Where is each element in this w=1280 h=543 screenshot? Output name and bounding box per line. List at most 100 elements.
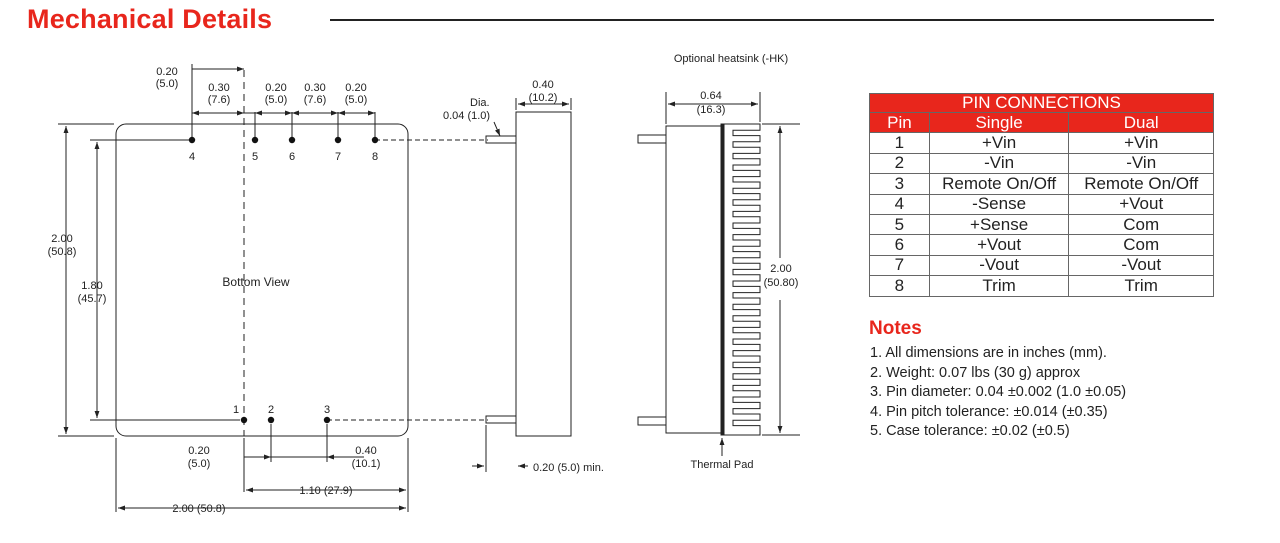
notes-title: Notes [869, 318, 922, 339]
dual-function: +Vin [1068, 132, 1214, 154]
dia-value: 0.04 (1.0) [443, 110, 490, 122]
dim-top-3-mm: (5.0) [265, 94, 288, 106]
dim-bottom-right-in: 0.40 [355, 445, 376, 457]
note-item: 3. Pin diameter: 0.04 ±0.002 (1.0 ±0.05) [870, 384, 1127, 401]
heatsink-depth-in: 0.64 [700, 90, 721, 102]
dual-function: +Vout [1068, 193, 1214, 215]
dim-top-5-in: 0.20 [345, 82, 366, 94]
dim-top-2-mm: (7.6) [208, 94, 231, 106]
pin-2 [267, 416, 275, 424]
module-outline-bottom [115, 123, 409, 437]
pin-4 [188, 136, 196, 144]
single-function: +Vin [928, 132, 1070, 154]
pin-table-header-dual: Dual [1068, 111, 1214, 134]
module-outline-side [515, 111, 572, 437]
pin-1 [240, 416, 248, 424]
pin-label-5: 5 [252, 151, 258, 163]
bottom-view-label: Bottom View [222, 275, 289, 289]
pins-top-row [188, 136, 379, 144]
heatsink-module-body [665, 125, 722, 434]
note-item: 4. Pin pitch tolerance: ±0.014 (±0.35) [870, 403, 1108, 420]
pin-label-6: 6 [289, 151, 295, 163]
heatsink-fins [724, 123, 761, 436]
pin-number: 2 [869, 152, 930, 175]
dim-height-outer-in: 2.00 [51, 233, 72, 245]
pin-number: 8 [869, 275, 930, 297]
heatsink-pin-bottom [637, 416, 667, 426]
dim-bottom-right-mm: (10.1) [352, 458, 381, 470]
pin-connections-table: PIN CONNECTIONS Pin Single Dual 1+Vin+Vi… [869, 93, 1214, 297]
dim-top-4-in: 0.30 [304, 82, 325, 94]
dim-pin-span: 1.10 (27.9) [299, 485, 352, 497]
dual-function: Com [1068, 213, 1214, 236]
dim-bottom-left-mm: (5.0) [188, 458, 211, 470]
side-pin-top [485, 135, 517, 144]
single-function: -Sense [928, 193, 1070, 215]
dim-bottom-left-in: 0.20 [188, 445, 209, 457]
page-title: Mechanical Details [27, 4, 273, 34]
dim-height-inner-in: 1.80 [81, 280, 102, 292]
dual-function: Com [1068, 234, 1214, 256]
bottom-view [58, 64, 488, 512]
dia-label: Dia. [470, 97, 490, 109]
thermal-pad-label: Thermal Pad [691, 459, 754, 471]
single-function: +Sense [928, 213, 1070, 236]
dim-top-2-in: 0.30 [208, 82, 229, 94]
thermal-pad [720, 123, 725, 436]
pin-label-7: 7 [335, 151, 341, 163]
table-row: 7-Vout-Vout [869, 254, 1214, 277]
dim-top-1-in: 0.20 [156, 66, 177, 78]
dim-height-outer-mm: (50.8) [48, 246, 77, 258]
pin-number: 1 [869, 132, 930, 154]
side-depth-mm: (10.2) [529, 92, 558, 104]
side-view [472, 98, 572, 472]
pin-length: 0.20 (5.0) min. [533, 462, 604, 474]
dim-top-3-in: 0.20 [265, 82, 286, 94]
pin-5 [251, 136, 259, 144]
single-function: -Vin [928, 152, 1070, 175]
pin-label-3: 3 [324, 404, 330, 416]
title-rule [330, 19, 1214, 21]
heatsink-caption: Optional heatsink (-HK) [674, 53, 788, 65]
pin-label-2: 2 [268, 404, 274, 416]
pin-8 [371, 136, 379, 144]
pin-number: 6 [869, 234, 930, 256]
pin-number: 5 [869, 213, 930, 236]
heatsink-height-mm: (50.80) [764, 277, 799, 289]
pin-table-title: PIN CONNECTIONS [869, 93, 1214, 113]
notes-list: 1. All dimensions are in inches (mm). 2.… [870, 344, 1126, 442]
note-item: 5. Case tolerance: ±0.02 (±0.5) [870, 423, 1070, 440]
pin-number: 4 [869, 193, 930, 215]
table-row: 4-Sense+Vout [869, 193, 1214, 215]
pin-7 [334, 136, 342, 144]
pin-table-header-pin: Pin [869, 111, 930, 134]
dual-function: -Vout [1068, 254, 1214, 277]
heatsink-height-in: 2.00 [770, 263, 791, 275]
pin-label-4: 4 [189, 151, 195, 163]
dual-function: Trim [1068, 275, 1214, 297]
pin-number: 7 [869, 254, 930, 277]
pin-3 [323, 416, 331, 424]
dim-top-1-mm: (5.0) [156, 78, 179, 90]
dual-function: -Vin [1068, 152, 1214, 175]
dim-top-5-mm: (5.0) [345, 94, 368, 106]
dim-total-width: 2.00 (50.8) [172, 503, 225, 515]
pins-bottom-row [240, 416, 331, 424]
pin-6 [288, 136, 296, 144]
note-item: 1. All dimensions are in inches (mm). [870, 345, 1107, 361]
pin-table-header-single: Single [928, 111, 1070, 134]
dim-top-4-mm: (7.6) [304, 94, 327, 106]
dim-height-inner-mm: (45.7) [78, 293, 107, 305]
heatsink-depth-mm: (16.3) [697, 104, 726, 116]
single-function: Trim [928, 275, 1070, 297]
single-function: Remote On/Off [928, 173, 1070, 195]
note-item: 2. Weight: 0.07 lbs (30 g) approx [870, 364, 1081, 381]
dual-function: Remote On/Off [1068, 173, 1214, 195]
pin-label-1: 1 [233, 404, 239, 416]
pin-label-8: 8 [372, 151, 378, 163]
table-row: 2-Vin-Vin [869, 152, 1214, 175]
